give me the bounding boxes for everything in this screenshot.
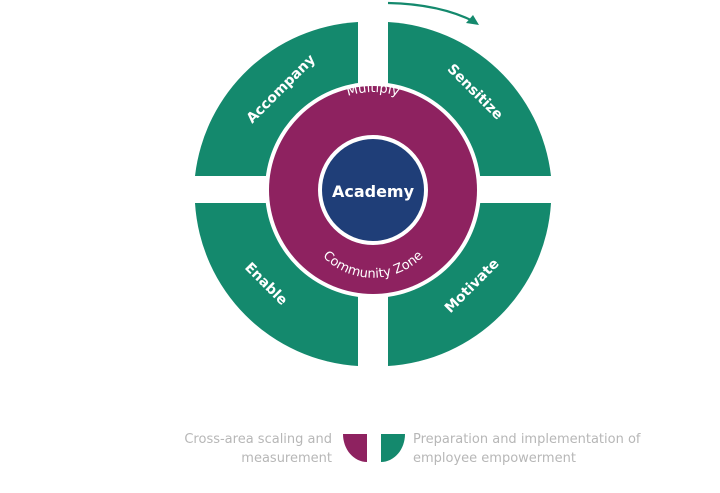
core-label-academy: Academy xyxy=(332,182,415,201)
academy-core xyxy=(322,139,424,241)
legend-ring-description: Cross-area scaling and measurement xyxy=(112,430,332,468)
ring-half-swatch-icon xyxy=(343,434,367,462)
legend-right-line-1: Preparation and implementation of xyxy=(413,432,641,447)
legend-left-line-1: Cross-area scaling and xyxy=(184,432,332,447)
legend-quadrant-description: Preparation and implementation of employ… xyxy=(413,430,673,468)
clockwise-arrow-icon xyxy=(387,1,479,25)
quadrant-half-swatch-icon xyxy=(381,434,405,462)
legend-right-line-2: employee empowerment xyxy=(413,451,576,466)
ring-label-multiply: Multiply xyxy=(345,81,401,100)
legend-left-line-2: measurement xyxy=(241,451,332,466)
